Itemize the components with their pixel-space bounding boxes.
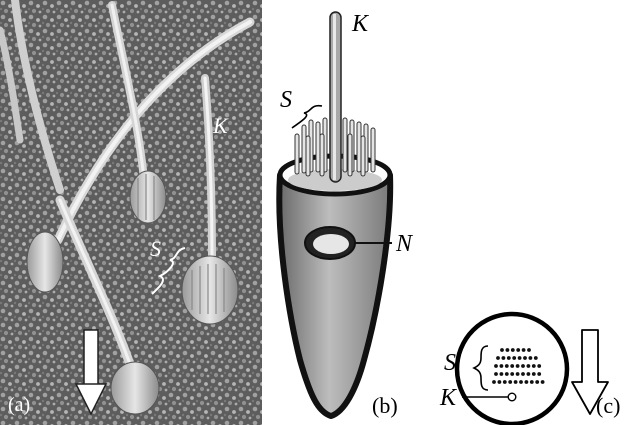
stereocilium-dot: [532, 372, 536, 376]
stereocilium-dot: [492, 380, 496, 384]
stereocilium-dot: [502, 356, 506, 360]
stereocilium-dot: [498, 380, 502, 384]
panel-a-tag: (a): [8, 394, 30, 416]
stereocilium-dot: [529, 356, 533, 360]
stereocilium-dot: [506, 348, 510, 352]
stereocilium-dot: [505, 372, 509, 376]
schematic-k-label: K: [351, 11, 370, 37]
stereocilium-dot: [532, 364, 536, 368]
stereocilium-dot: [500, 348, 504, 352]
stereocilium-dot: [514, 380, 518, 384]
stereocilium-dot: [522, 348, 526, 352]
schematic-s-label: S: [280, 87, 292, 113]
stereocilium-dot: [518, 356, 522, 360]
stereocilium-dot: [505, 364, 509, 368]
stereocilium-dot: [494, 372, 498, 376]
stereocilium-dot: [507, 356, 511, 360]
stereocilium-dot: [527, 364, 531, 368]
stereocilium-dot: [537, 364, 541, 368]
stereocilium-dot: [508, 380, 512, 384]
kinocilium-marker: [508, 393, 516, 401]
panel-b-tag: (b): [372, 393, 398, 418]
stereocilium-dot: [503, 380, 507, 384]
stereocilium-dot: [496, 356, 500, 360]
stereocilium-dot: [521, 372, 525, 376]
top-view-s-label: S: [444, 350, 456, 376]
stereocilium-dot: [516, 372, 520, 376]
stereocilium-dot: [510, 372, 514, 376]
stereocilium-dot: [535, 380, 539, 384]
stereocilium-dot: [525, 380, 529, 384]
schematic-n-label: N: [395, 231, 414, 257]
stereocilium-dot: [512, 356, 516, 360]
stereocilium-dot: [494, 364, 498, 368]
panel-b-schematic: K S N (b): [279, 11, 414, 418]
stereocilium-dot: [527, 372, 531, 376]
stereocilium-dot: [510, 364, 514, 368]
stereocilium-dot: [534, 356, 538, 360]
panel-c-tag: (c): [596, 393, 620, 418]
panel-c-top-view: S K (c): [439, 314, 620, 424]
stereocilium-dot: [516, 364, 520, 368]
stereocilium-dot: [521, 364, 525, 368]
stereocilium-dot: [516, 348, 520, 352]
stereocilium-dot: [530, 380, 534, 384]
stereocilium-dot: [527, 348, 531, 352]
top-view-circle: [457, 314, 567, 424]
stereocilium-dot: [511, 348, 515, 352]
cell-body: [279, 175, 390, 416]
stereocilium-dot: [537, 372, 541, 376]
top-view-k-label: K: [439, 385, 458, 411]
stereocilium-dot: [541, 380, 545, 384]
stereocilium-dot: [523, 356, 527, 360]
stereocilium-dot: [519, 380, 523, 384]
micrograph-s-label: S: [150, 236, 161, 261]
panel-a-micrograph: S K (a): [0, 0, 262, 425]
stereocilium-dot: [500, 372, 504, 376]
stereocilium-dot: [500, 364, 504, 368]
micrograph-k-label: K: [212, 113, 229, 138]
